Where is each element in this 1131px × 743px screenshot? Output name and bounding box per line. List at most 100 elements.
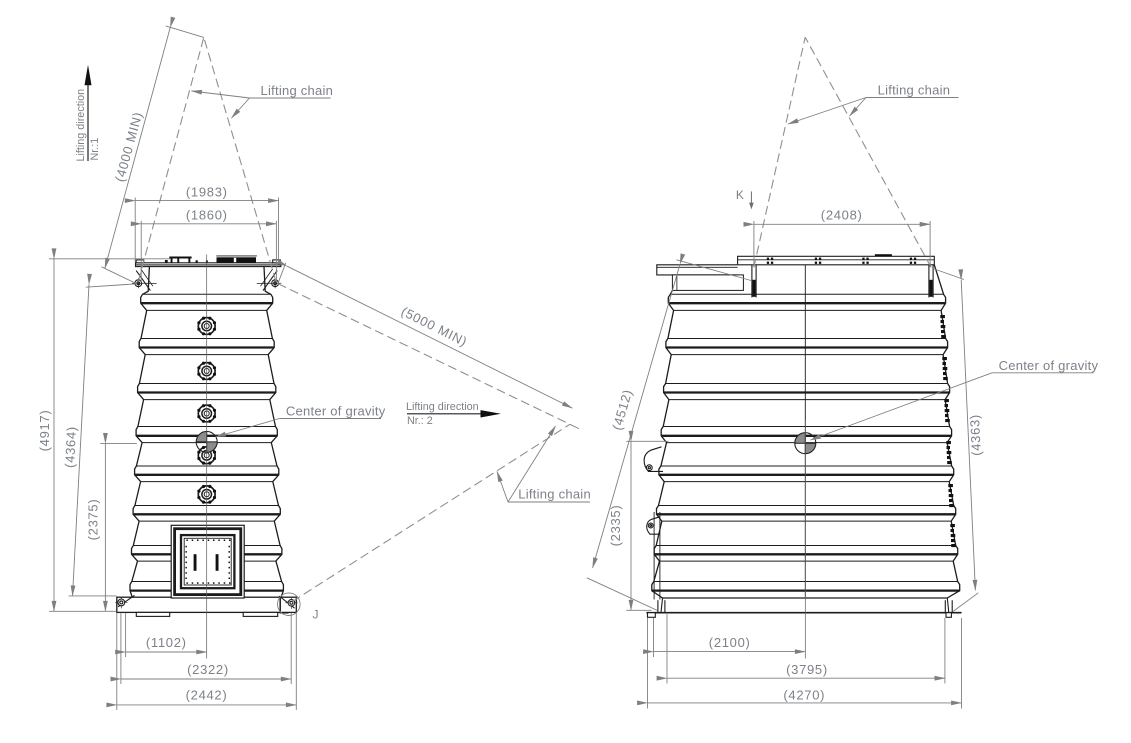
drawing-line [214, 418, 280, 438]
drawing-line [676, 259, 752, 281]
drawing-shape [671, 274, 744, 291]
door-bolt [202, 539, 204, 541]
door-bolt [191, 539, 194, 541]
front-lifting-chain-label: Lifting chain [190, 83, 333, 119]
cap-bolt [866, 257, 869, 260]
front-lug-left [131, 268, 157, 291]
cap-bolt [766, 261, 770, 264]
flange-bolt [197, 456, 201, 461]
label-lifting-direction-2-nr: Nr.: 2 [407, 415, 433, 427]
label-lifting-direction-1-nr: Nr.:1 [89, 138, 101, 161]
dim-side-height-right: (4363) [932, 268, 984, 612]
edge-bolt-tick [951, 539, 955, 543]
dim-text-2335: (2335) [608, 505, 623, 547]
edge-bolt-tick [941, 330, 945, 334]
edge-bolt-tick [948, 494, 954, 498]
dim-cog-height: (2375) [86, 432, 137, 612]
flange-bolt [197, 372, 201, 376]
flange-bolt [212, 327, 217, 331]
drawing-line [787, 97, 867, 125]
roof-post-icon [195, 260, 198, 263]
door-bolt [185, 577, 187, 579]
cap-bolt [818, 261, 822, 264]
label-lifting-chain-dir2: Lifting chain [518, 487, 591, 502]
edge-bolt-tick [942, 362, 946, 366]
door-bolt [213, 539, 215, 541]
flange-bolt [212, 489, 217, 493]
edge-bolt-tick [946, 446, 950, 450]
side-lifting-chains [753, 36, 932, 268]
front-roof-fittings [164, 255, 257, 263]
cap-bolt [913, 257, 917, 260]
roof-rail-post [170, 258, 173, 263]
dim-height-overall: (4917) [37, 248, 170, 612]
door-bolt [223, 539, 226, 541]
drawing-line [104, 16, 176, 269]
label-detail-k: K [736, 188, 744, 202]
label-side-center-of-gravity: Center of gravity [999, 358, 1099, 373]
front-tank-body [115, 254, 301, 659]
dim-text-4917: (4917) [37, 410, 52, 452]
dim-text-4512: (4512) [609, 388, 635, 432]
cap-bolt [770, 257, 774, 260]
drawing-line [165, 25, 204, 38]
front-lifting-chains-dir2 [277, 283, 571, 602]
drawing-shape [179, 533, 236, 590]
drawing-line [586, 577, 658, 611]
flange-bolt [201, 377, 206, 381]
lug-slot-icon [752, 279, 756, 297]
roof-rail-icon [169, 256, 192, 259]
door-bolt [186, 582, 188, 584]
edge-bolt-tick [947, 461, 952, 465]
edge-bolt-tick [949, 504, 954, 508]
roof-rail-post [188, 258, 191, 263]
dim-text-4270: (4270) [783, 687, 825, 702]
door-bolt [223, 582, 226, 584]
flange-bolt [208, 377, 212, 381]
door-bolt [228, 545, 230, 548]
flange-bolt [201, 332, 206, 336]
side-dimensions: (2408) (4512) (2335) (4363) [586, 83, 1099, 709]
door-bolt [207, 582, 210, 584]
edge-bolt-tick [943, 372, 947, 376]
door-bolt [202, 582, 204, 584]
door-bolt [229, 582, 231, 584]
cap-bolt [862, 261, 865, 264]
front-silhouette-right [263, 266, 285, 598]
dim-height-lug: (4364) [62, 273, 137, 597]
direction-1-arrow-icon [84, 64, 92, 86]
drawing-line [276, 259, 573, 409]
drawing-line [946, 597, 950, 613]
flange-bolt [197, 321, 201, 325]
front-cog-label: Center of gravity [214, 404, 386, 438]
detail-j-circle [277, 592, 301, 616]
door-bolt-marks [185, 539, 231, 584]
front-foot-left [135, 611, 171, 617]
side-base [646, 597, 962, 618]
cap-bolt [913, 261, 917, 264]
drawing-shape [119, 600, 124, 605]
edge-bolt-tick [940, 325, 946, 329]
side-view: (2408) (4512) (2335) (4363) [586, 36, 1099, 709]
door-bolt [185, 561, 187, 564]
flange-bolt [197, 366, 201, 370]
flange-bolt [208, 419, 212, 423]
door-bolt [228, 556, 230, 558]
edge-bolt-tick [943, 377, 948, 381]
dim-text-5000min: (5000 MIN) [399, 304, 470, 350]
edge-bolt-tick [950, 534, 956, 538]
roof-rail-post [177, 258, 180, 263]
side-hook-lower [646, 516, 660, 535]
door-bolt [228, 551, 230, 553]
chain-line-left [137, 37, 205, 282]
door-bolt [228, 566, 230, 569]
drawing-line [507, 425, 556, 503]
dim-base-lugs: (2322) [110, 612, 292, 684]
label-lifting-direction-2: Lifting direction [406, 401, 479, 413]
drawing-line [660, 597, 664, 613]
flange-bolt [201, 361, 206, 365]
edge-bolt-tick [947, 456, 951, 460]
drawing-line [952, 592, 979, 612]
cog-quadrant [196, 431, 207, 442]
door-bolt [207, 539, 210, 541]
